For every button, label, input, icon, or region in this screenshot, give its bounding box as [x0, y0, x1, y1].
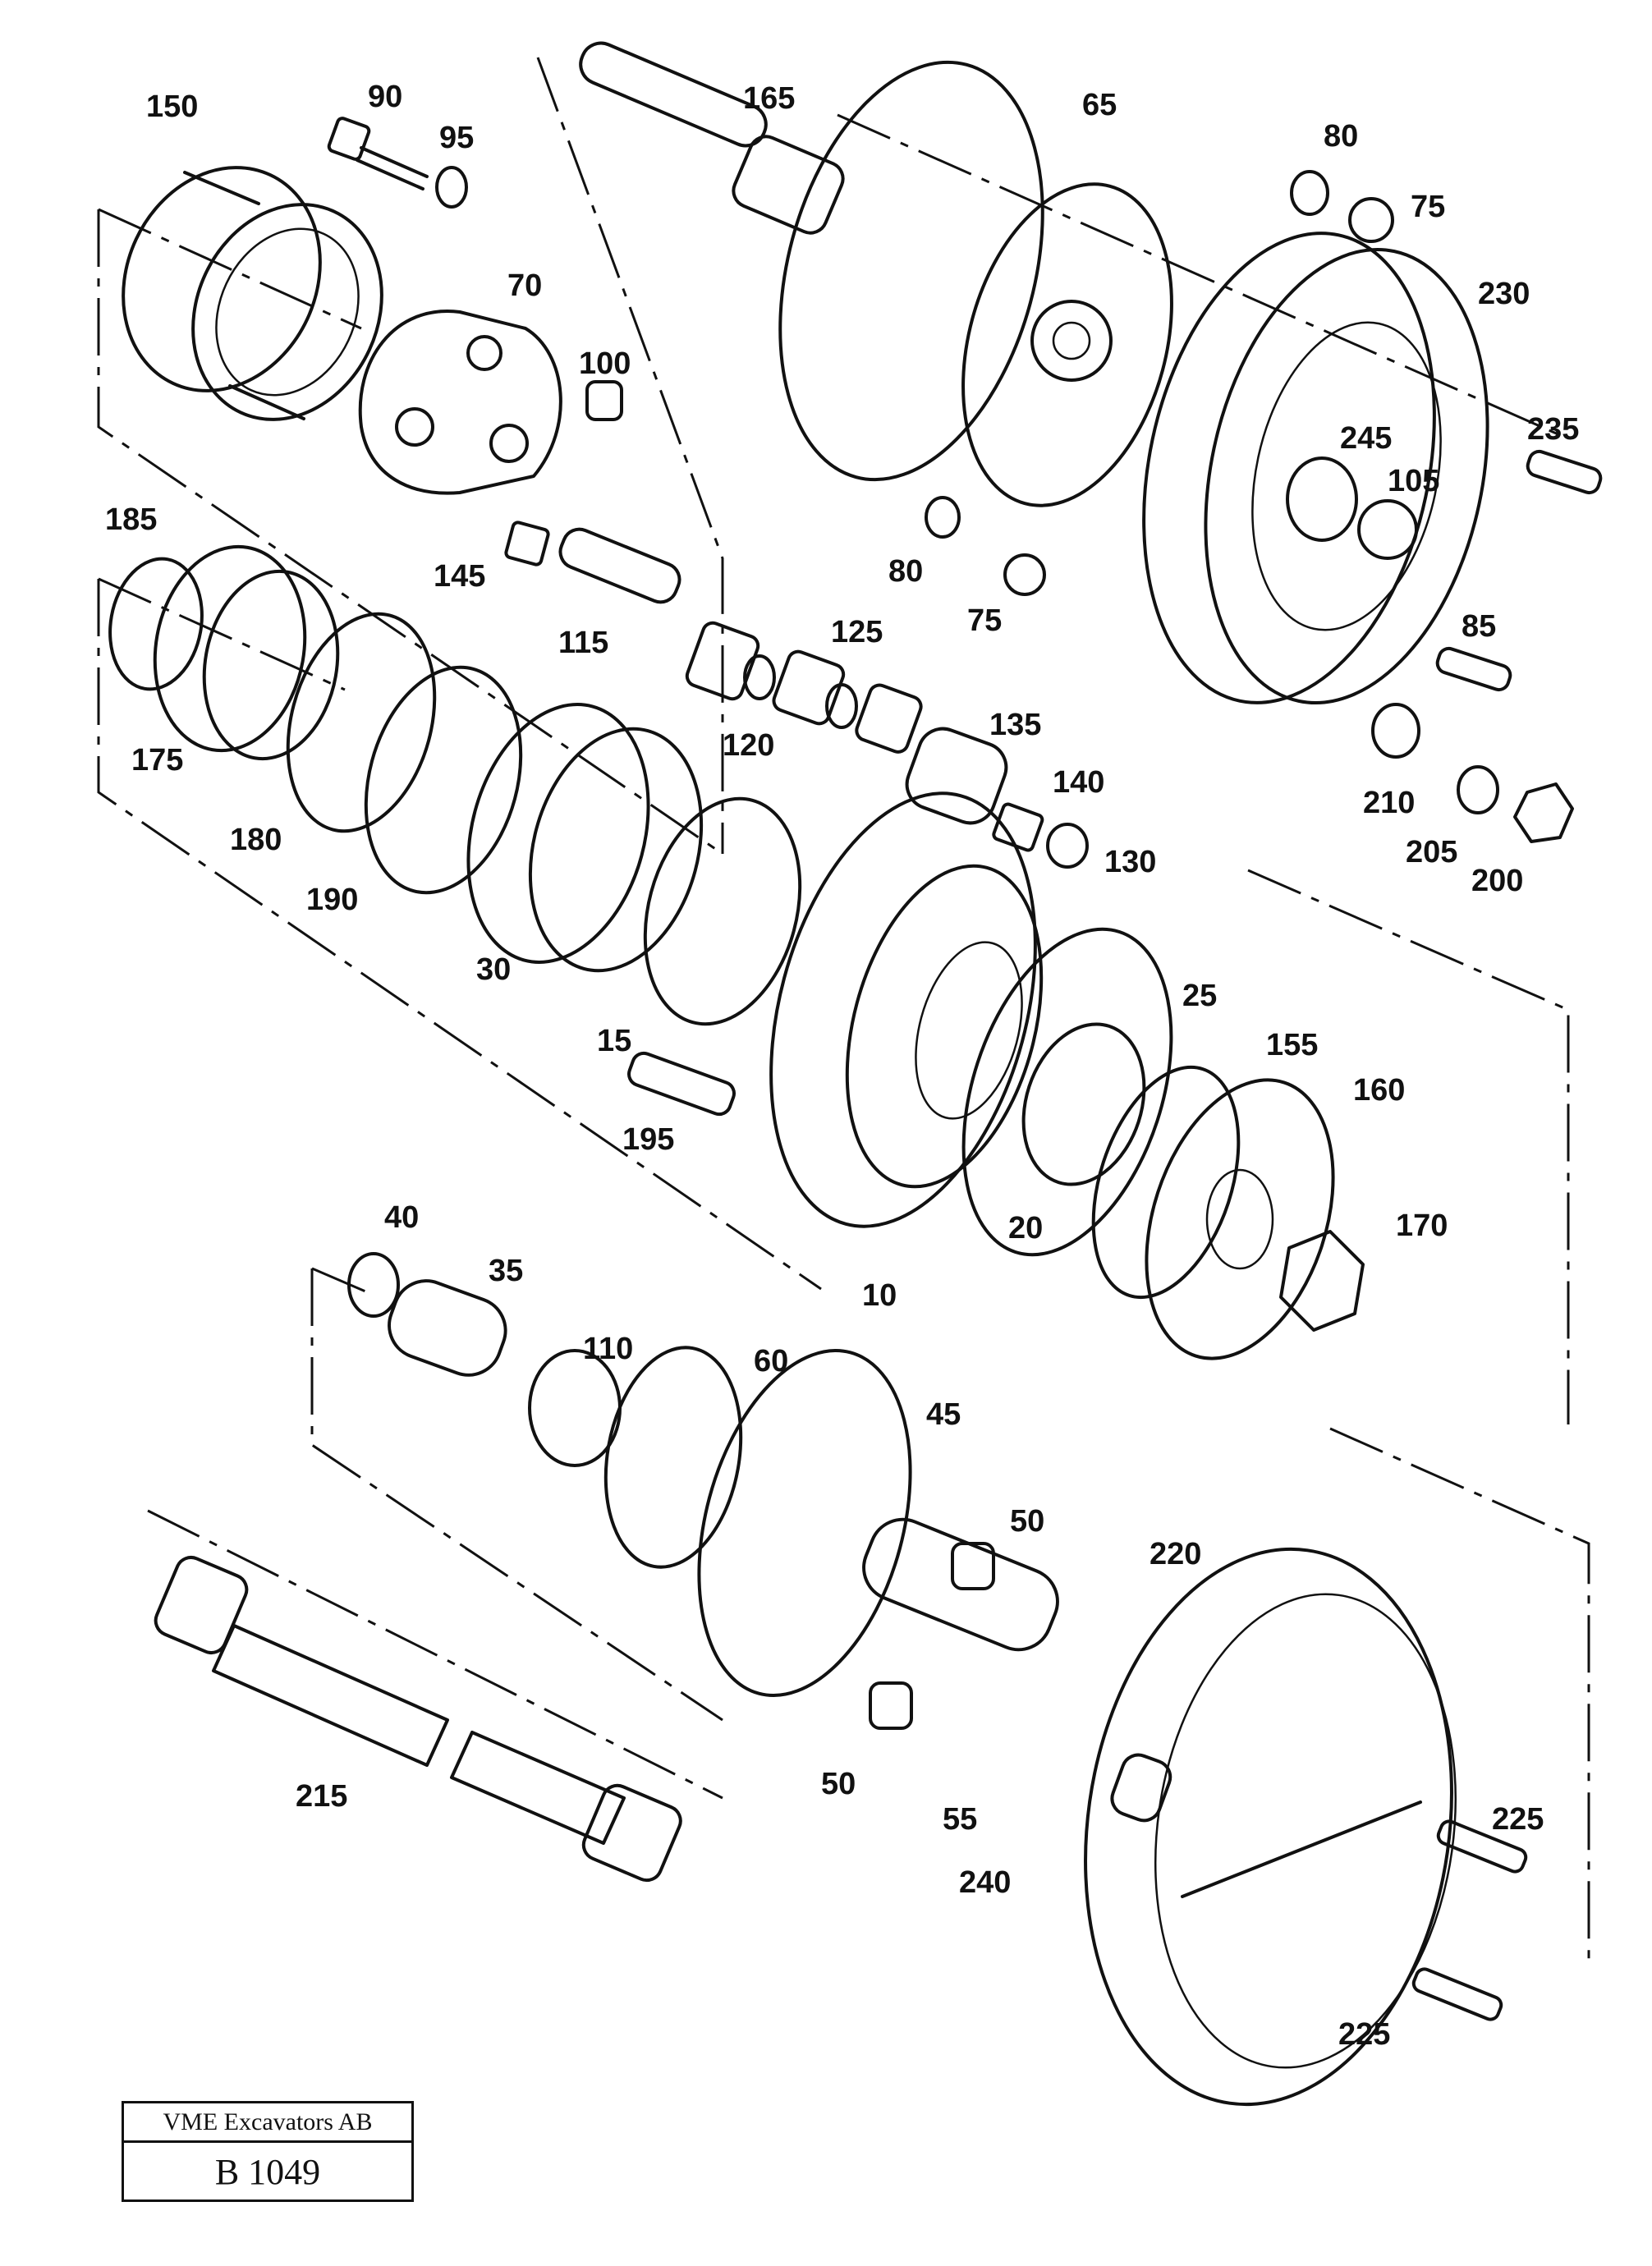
callout-120: 120 [723, 728, 774, 763]
part-115-shaft [504, 521, 681, 604]
part-10-wheel-hub [627, 791, 1044, 1228]
callout-220: 220 [1150, 1537, 1201, 1571]
part-65-housing [778, 60, 1173, 507]
part-230-brake-drum [1142, 232, 1489, 705]
callout-70: 70 [507, 268, 542, 303]
title-company: VME Excavators AB [124, 2103, 411, 2143]
callout-125: 125 [831, 615, 883, 649]
callout-100: 100 [579, 346, 631, 381]
callout-60: 60 [754, 1344, 788, 1378]
small-fasteners-right [925, 170, 1603, 843]
callout-135: 135 [989, 708, 1041, 742]
callout-95: 95 [439, 121, 474, 155]
callout-80b: 80 [888, 554, 923, 589]
callout-155: 155 [1266, 1028, 1318, 1062]
hub-right-group [961, 927, 1365, 1360]
callout-170: 170 [1396, 1209, 1448, 1243]
part-70-planet-carrier [358, 310, 623, 495]
callout-205: 205 [1406, 835, 1457, 869]
callout-130: 130 [1104, 845, 1156, 879]
callout-90: 90 [368, 80, 402, 114]
axle-flange-group [347, 1252, 1059, 1730]
callout-45: 45 [926, 1397, 961, 1432]
callout-85: 85 [1462, 609, 1496, 644]
callout-35: 35 [489, 1254, 523, 1288]
callout-115: 115 [558, 626, 608, 660]
callout-225b: 225 [1338, 2017, 1390, 2052]
callout-75a: 75 [1411, 190, 1445, 224]
callout-225a: 225 [1492, 1802, 1544, 1837]
construction-lines [97, 57, 1590, 1966]
callout-40: 40 [384, 1200, 419, 1235]
callout-210: 210 [1363, 786, 1415, 820]
callout-145: 145 [434, 559, 485, 594]
callout-labels: 150 90 95 70 100 145 115 165 65 80 75 23… [105, 80, 1579, 2052]
callout-180: 180 [230, 823, 282, 857]
callout-20: 20 [1008, 1211, 1043, 1245]
callout-65: 65 [1082, 88, 1117, 122]
callout-245: 245 [1340, 421, 1392, 456]
callout-30: 30 [476, 952, 511, 987]
callout-215: 215 [296, 1779, 347, 1814]
callout-240: 240 [959, 1865, 1011, 1900]
callout-15: 15 [597, 1024, 631, 1058]
bearing-seal-group [108, 544, 802, 1026]
callout-25: 25 [1182, 979, 1217, 1013]
callout-175: 175 [131, 743, 183, 778]
part-90-bolt [327, 117, 468, 209]
callout-140: 140 [1053, 765, 1104, 800]
callout-230: 230 [1478, 277, 1530, 311]
callout-110: 110 [583, 1332, 633, 1366]
part-220-brake-assembly [1084, 1547, 1528, 2107]
callout-160: 160 [1353, 1073, 1405, 1108]
callout-235: 235 [1527, 412, 1579, 447]
callout-190: 190 [306, 883, 358, 917]
callout-80a: 80 [1324, 119, 1358, 154]
part-215-drive-shaft [154, 1555, 682, 1883]
callout-150: 150 [146, 89, 198, 124]
callout-200: 200 [1471, 864, 1523, 898]
callout-105: 105 [1388, 464, 1439, 498]
callout-10: 10 [862, 1278, 897, 1313]
part-165-input-shaft [579, 41, 845, 235]
callout-75b: 75 [967, 603, 1002, 638]
callout-195: 195 [622, 1122, 674, 1157]
callout-55: 55 [943, 1802, 977, 1837]
callout-165: 165 [743, 81, 795, 116]
callout-50a: 50 [1010, 1504, 1044, 1539]
title-block: VME Excavators AB B 1049 [122, 2101, 414, 2202]
part-150-ring-gear [122, 166, 383, 421]
callout-185: 185 [105, 502, 157, 537]
drawing-number: B 1049 [214, 2152, 321, 2192]
callout-50b: 50 [821, 1767, 856, 1801]
